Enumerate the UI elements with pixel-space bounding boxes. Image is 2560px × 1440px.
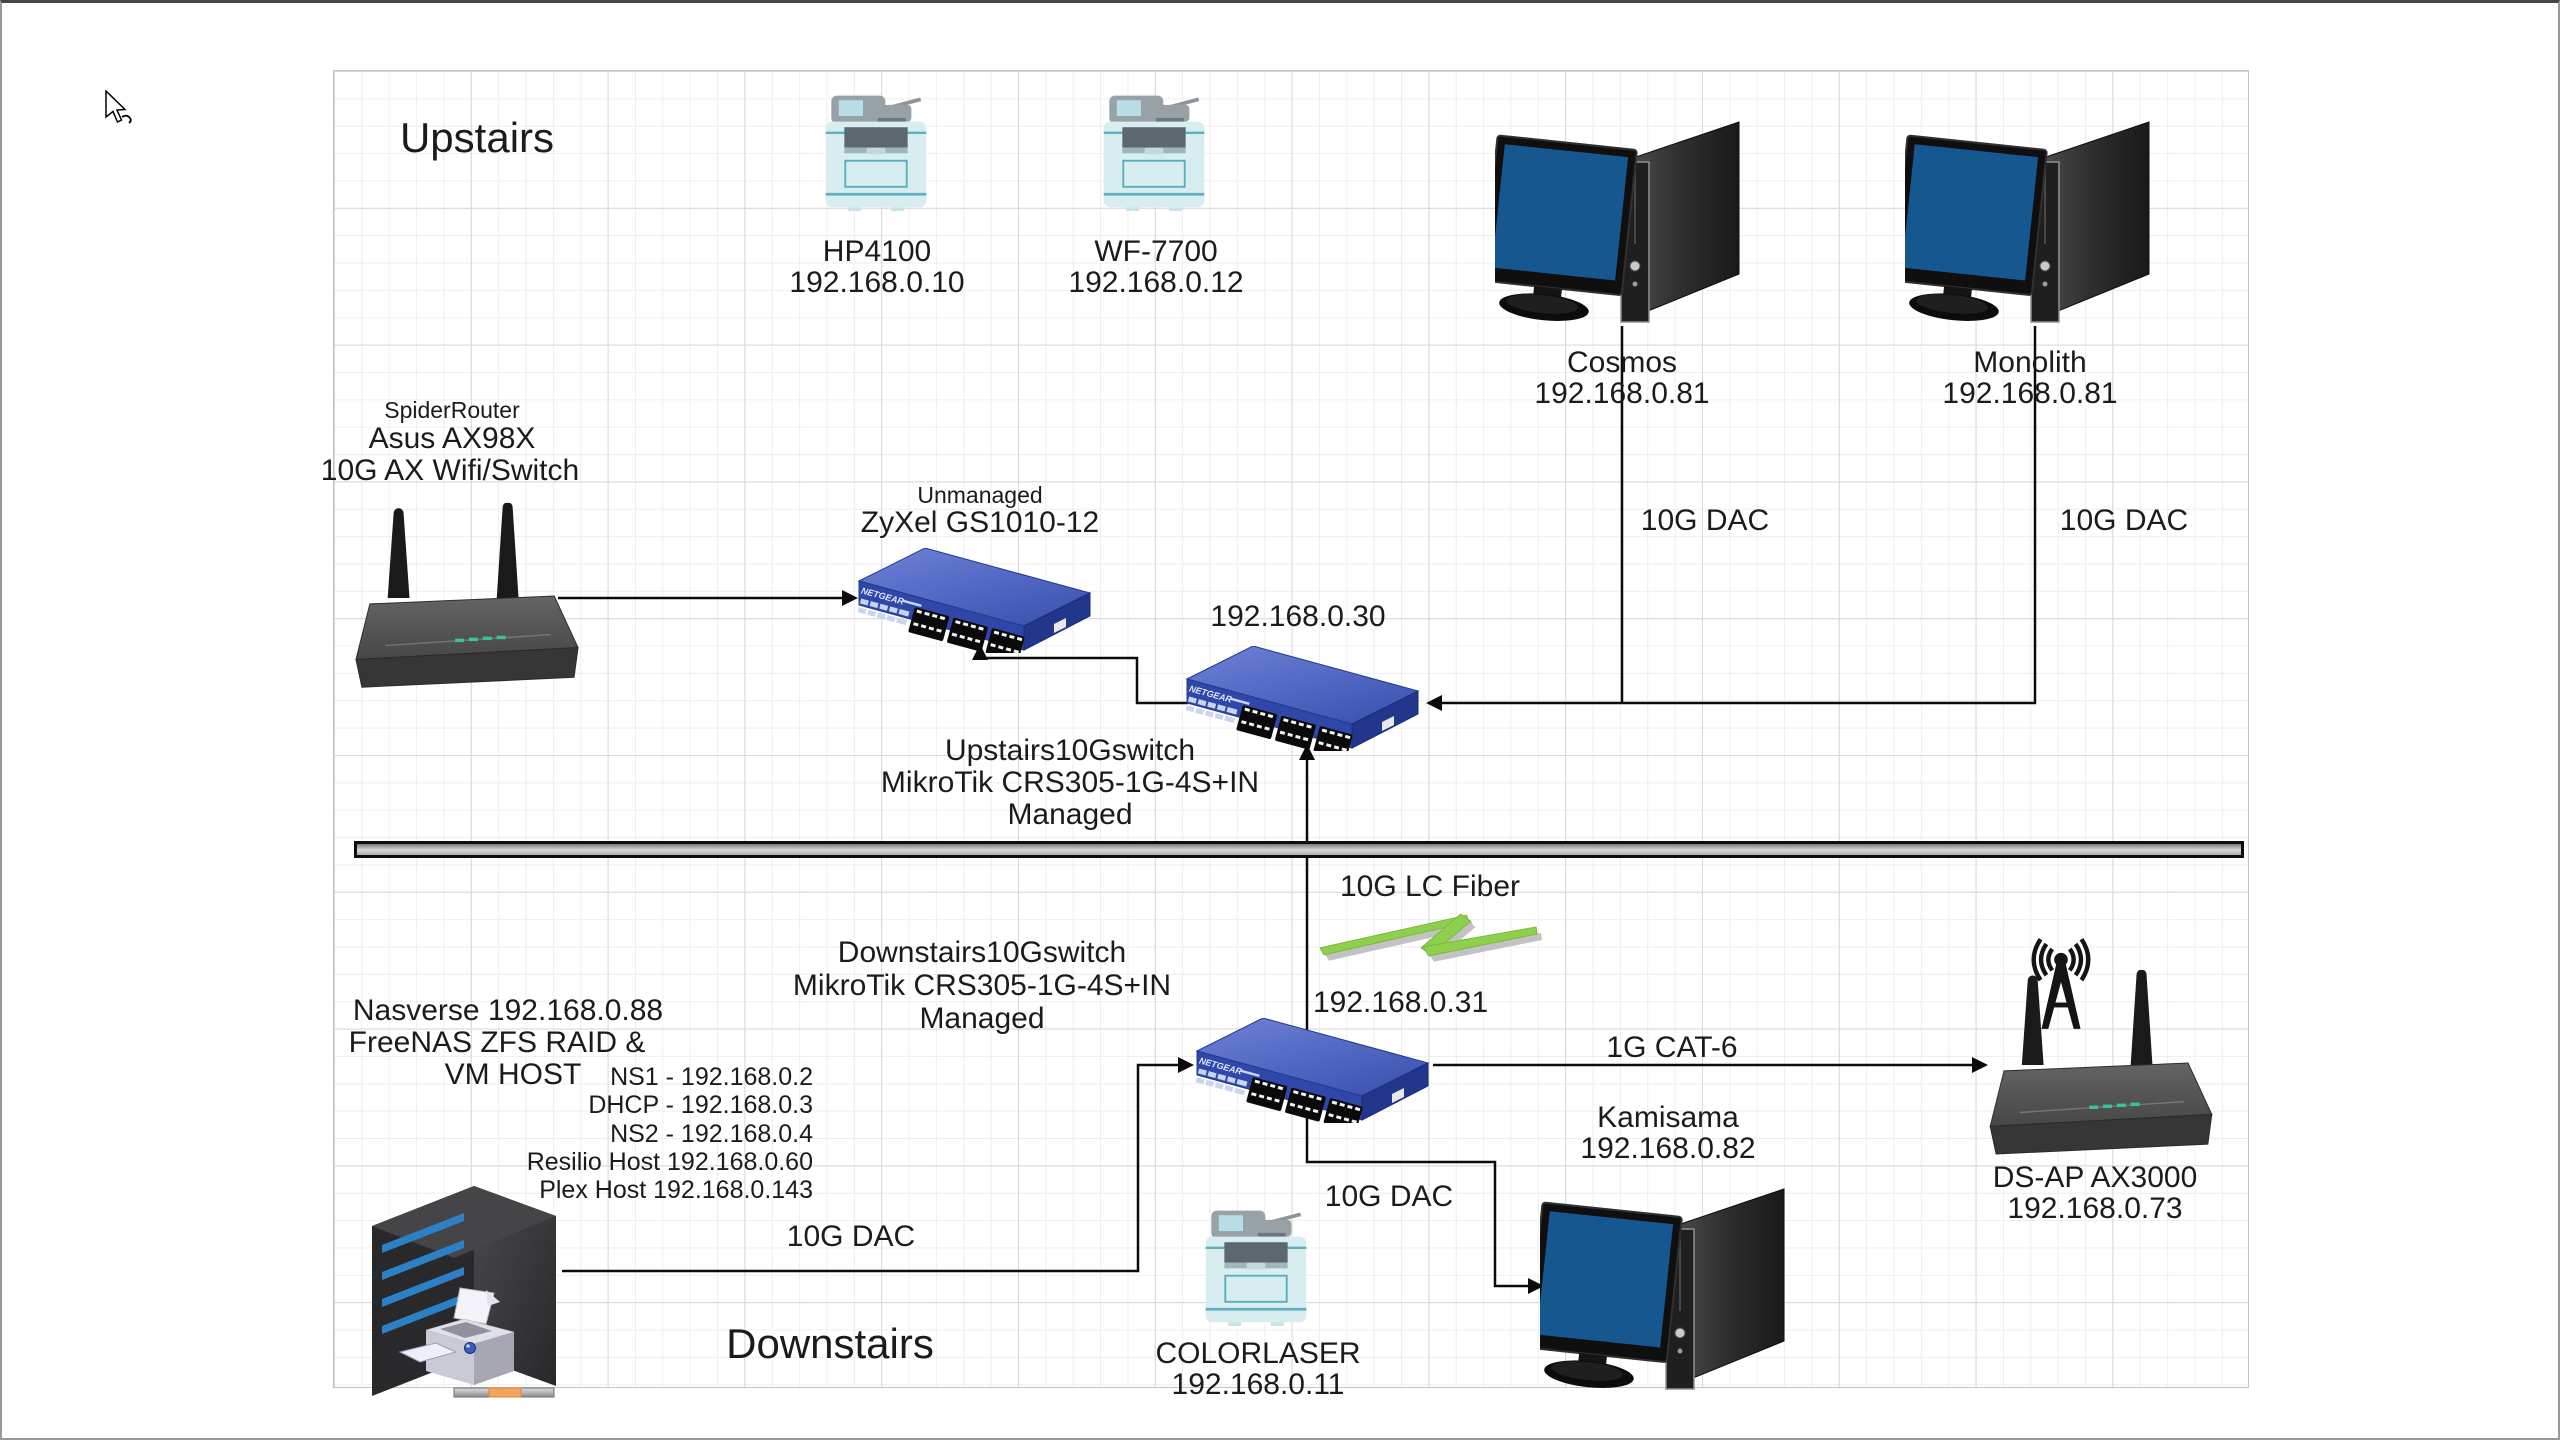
spider-router-descr: 10G AX Wifi/Switch bbox=[320, 454, 580, 487]
printer-colorlaser-icon[interactable] bbox=[1200, 1205, 1312, 1326]
spider-router-model: Asus AX98X bbox=[368, 422, 536, 455]
hp4100-name: HP4100 bbox=[822, 235, 932, 268]
wf7700-ip: 192.168.0.12 bbox=[1068, 266, 1244, 299]
switch-upstairs-icon[interactable] bbox=[1186, 646, 1421, 751]
link-monolith-to-upswitch bbox=[1442, 326, 2037, 705]
colorlaser-name: COLORLASER bbox=[1155, 1337, 1361, 1370]
downstairs-switch-model: MikroTik CRS305-1G-4S+IN bbox=[792, 969, 1172, 1002]
downstairs-title: Downstairs bbox=[726, 1320, 934, 1367]
nasverse-line3: VM HOST bbox=[444, 1058, 582, 1091]
pc-monolith-icon[interactable] bbox=[1905, 116, 2155, 328]
nas-service-dhcp: DHCP - 192.168.0.3 bbox=[588, 1091, 813, 1119]
upstairs-switch-model: MikroTik CRS305-1G-4S+IN bbox=[880, 766, 1260, 799]
switch-downstairs-icon[interactable] bbox=[1196, 1018, 1431, 1123]
floor-divider-bar[interactable] bbox=[354, 841, 2244, 858]
link-nas-to-downswitch bbox=[562, 1063, 1178, 1273]
monolith-dac-label: 10G DAC bbox=[2059, 504, 2189, 537]
colorlaser-ip: 192.168.0.11 bbox=[1171, 1368, 1345, 1401]
lightning-bolt-icon bbox=[1320, 902, 1542, 964]
downstairs-switch-name: Downstairs10Gswitch bbox=[837, 936, 1127, 969]
link-upswitch-to-zyxel bbox=[978, 656, 1188, 705]
printer-hp4100-icon[interactable] bbox=[820, 90, 932, 211]
fiber-label: 10G LC Fiber bbox=[1339, 870, 1521, 903]
zyxel-mode: Unmanaged bbox=[917, 482, 1043, 508]
cosmos-ip: 192.168.0.81 bbox=[1534, 377, 1710, 410]
printer-wf7700-icon[interactable] bbox=[1098, 90, 1210, 211]
server-nasverse-icon[interactable] bbox=[362, 1142, 567, 1400]
router-dsap-icon[interactable] bbox=[1986, 970, 2214, 1156]
cosmos-name: Cosmos bbox=[1566, 346, 1678, 379]
kamisama-dac-label: 10G DAC bbox=[1324, 1180, 1454, 1213]
mouse-cursor bbox=[105, 90, 132, 124]
upstairs-switch-ip: 192.168.0.30 bbox=[1210, 600, 1386, 633]
nasverse-line1: Nasverse 192.168.0.88 bbox=[352, 994, 664, 1027]
pc-kamisama-icon[interactable] bbox=[1540, 1183, 1790, 1395]
zyxel-model: ZyXel GS1010-12 bbox=[860, 506, 1100, 539]
cosmos-dac-label: 10G DAC bbox=[1640, 504, 1770, 537]
kamisama-ip: 192.168.0.82 bbox=[1580, 1132, 1756, 1165]
upstairs-title: Upstairs bbox=[399, 114, 555, 161]
nas-dac-label: 10G DAC bbox=[786, 1220, 916, 1253]
kamisama-name: Kamisama bbox=[1597, 1101, 1739, 1134]
dsap-name: DS-AP AX3000 bbox=[1992, 1161, 2198, 1194]
cat6-label: 1G CAT-6 bbox=[1606, 1031, 1738, 1064]
downstairs-switch-mode: Managed bbox=[919, 1002, 1045, 1035]
hp4100-ip: 192.168.0.10 bbox=[789, 266, 965, 299]
arrowheads bbox=[842, 590, 1988, 1294]
monolith-name: Monolith bbox=[1973, 346, 2087, 379]
pc-cosmos-icon[interactable] bbox=[1495, 116, 1745, 328]
upstairs-switch-name: Upstairs10Gswitch bbox=[944, 734, 1196, 767]
nas-service-resilio: Resilio Host 192.168.0.60 bbox=[526, 1148, 813, 1176]
switch-zyxel-icon[interactable] bbox=[858, 548, 1093, 653]
nas-service-plex: Plex Host 192.168.0.143 bbox=[539, 1176, 813, 1204]
router-spider-icon[interactable] bbox=[352, 502, 580, 690]
dsap-ip: 192.168.0.73 bbox=[2007, 1192, 2183, 1225]
upstairs-switch-mode: Managed bbox=[1007, 798, 1133, 831]
monolith-ip: 192.168.0.81 bbox=[1942, 377, 2118, 410]
wf7700-name: WF-7700 bbox=[1094, 235, 1218, 268]
downstairs-switch-ip: 192.168.0.31 bbox=[1313, 986, 1489, 1019]
link-downswitch-to-kamisama bbox=[1305, 1110, 1528, 1288]
spider-router-nickname: SpiderRouter bbox=[384, 397, 520, 423]
nas-service-ns2: NS2 - 192.168.0.4 bbox=[610, 1120, 813, 1148]
nas-service-ns1: NS1 - 192.168.0.2 bbox=[610, 1063, 813, 1091]
diagram-canvas bbox=[333, 70, 2249, 1388]
nasverse-line2: FreeNAS ZFS RAID & bbox=[348, 1026, 646, 1059]
